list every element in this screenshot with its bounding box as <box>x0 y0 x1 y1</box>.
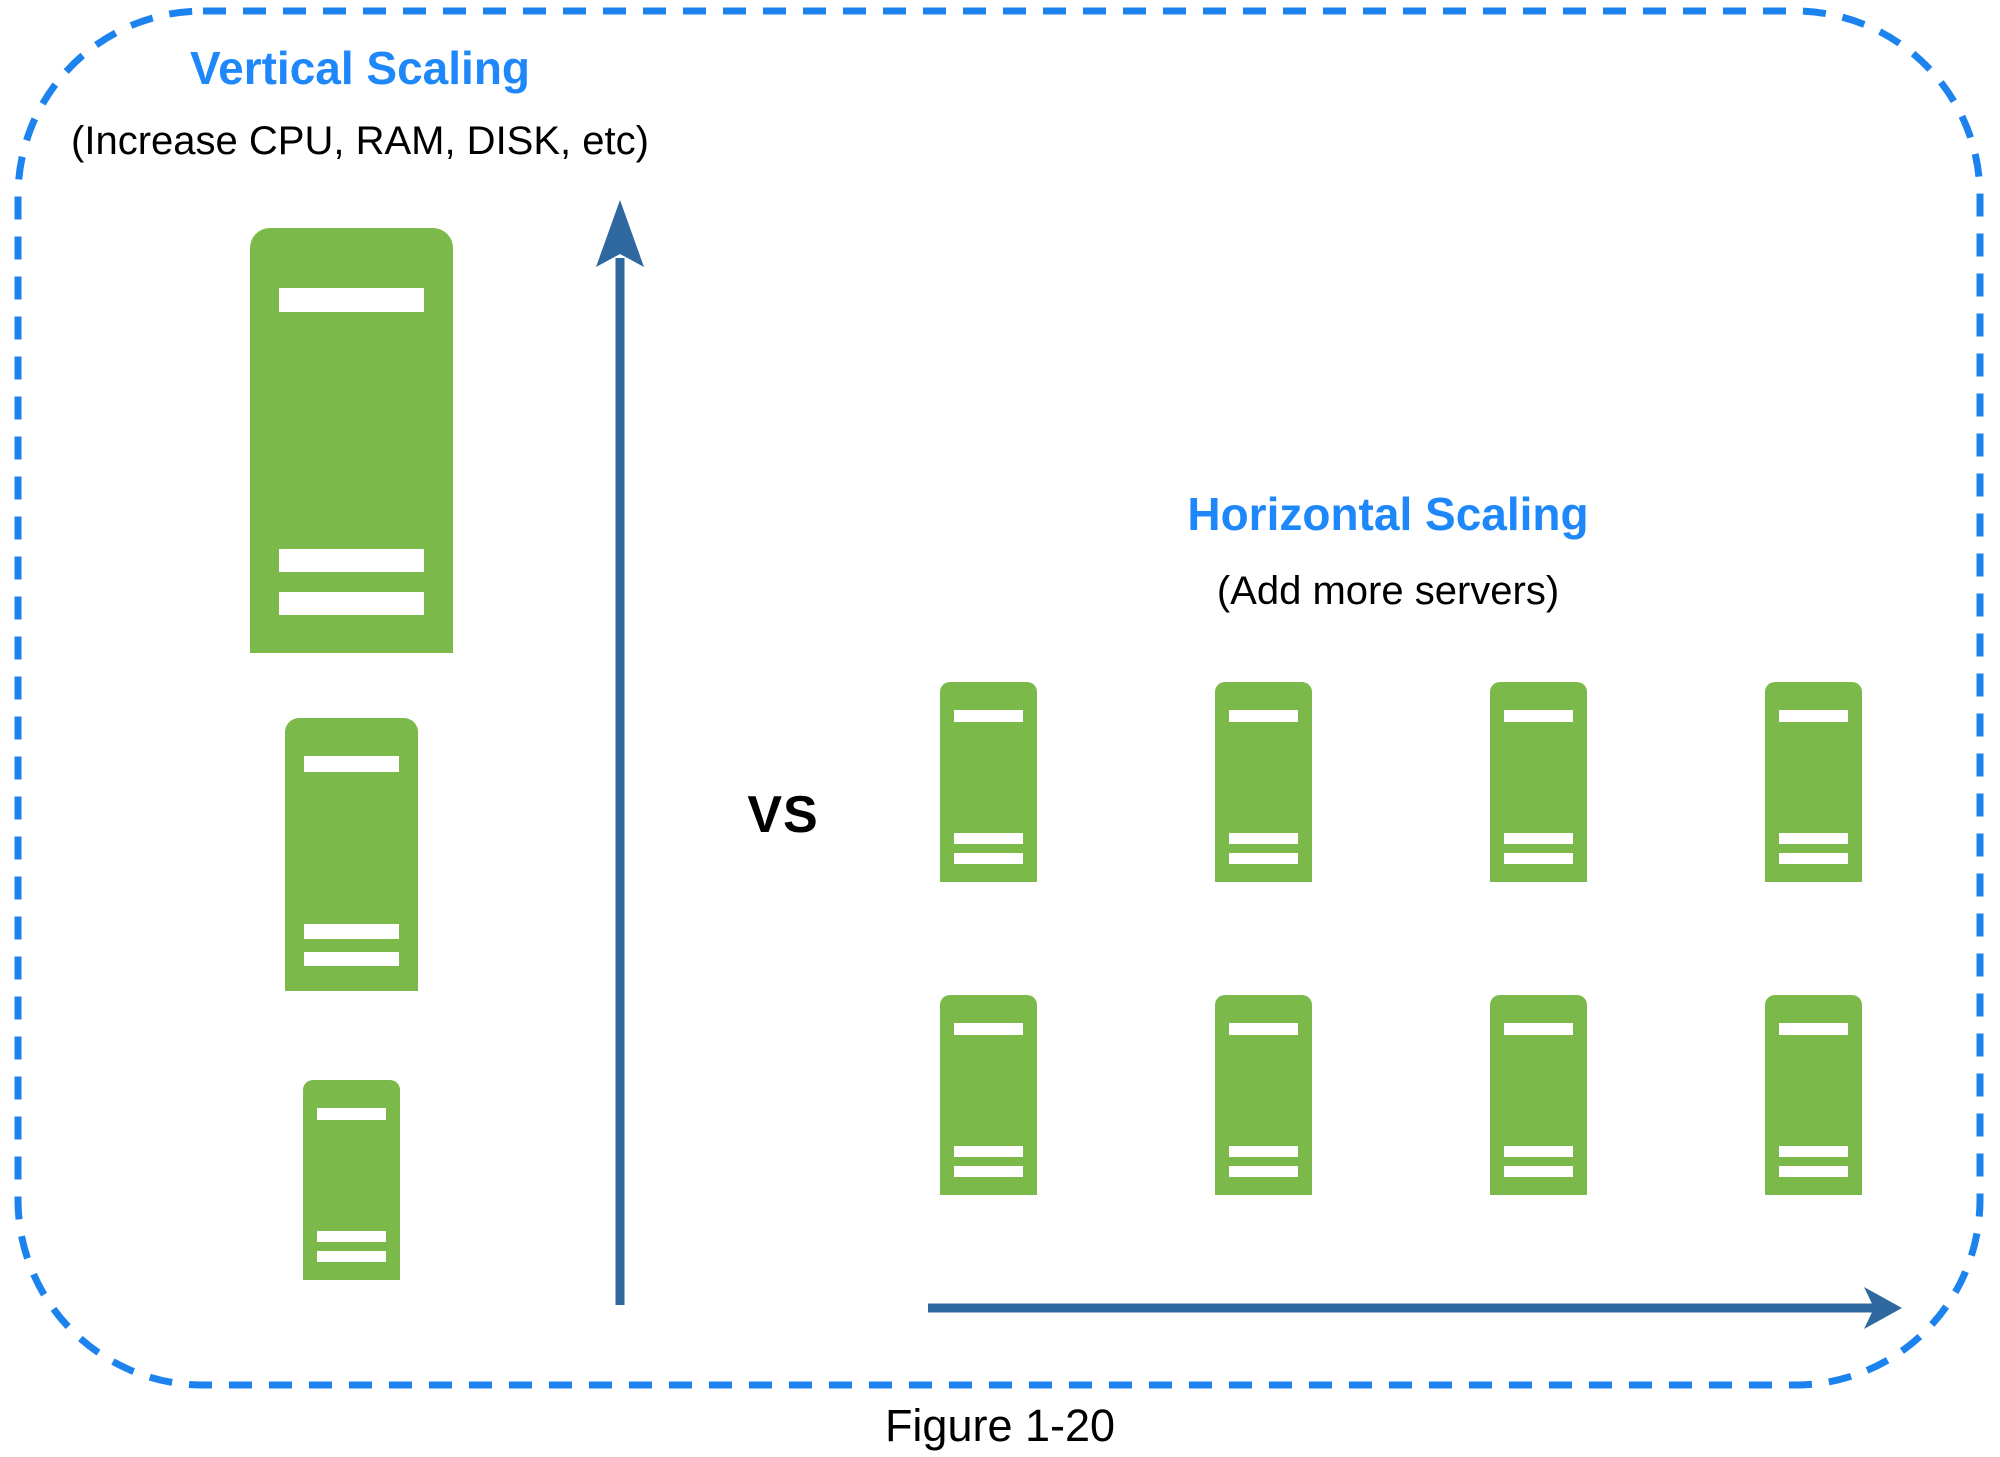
server-icon-grid <box>1765 682 1862 882</box>
up-arrow-icon <box>596 200 644 1305</box>
server-slot-bar <box>954 833 1023 844</box>
vertical-scaling-subtitle: (Increase CPU, RAM, DISK, etc) <box>71 119 649 163</box>
vs-label: VS <box>747 786 819 844</box>
server-icon-grid <box>1765 995 1862 1195</box>
server-slot-bar <box>279 287 424 313</box>
server-icon-grid <box>1490 682 1587 882</box>
figure-caption: Figure 1-20 <box>884 1400 1116 1451</box>
server-icon-grid <box>1490 995 1587 1195</box>
server-slot-bar <box>1229 853 1298 864</box>
server-slot-bar <box>304 951 399 967</box>
server-slot-bar <box>1504 853 1573 864</box>
server-slot-bar <box>1229 1023 1298 1035</box>
horizontal-scaling-title: Horizontal Scaling <box>1187 488 1589 540</box>
server-slot-bar <box>1504 1023 1573 1035</box>
vertical-scaling-title: Vertical Scaling <box>189 42 531 94</box>
server-slot-bar <box>1779 710 1848 722</box>
server-slot-bar <box>954 853 1023 864</box>
server-slot-bar <box>954 1146 1023 1157</box>
server-slot-bar <box>1779 1146 1848 1157</box>
server-slot-bar <box>317 1231 386 1242</box>
server-slot-bar <box>1504 1146 1573 1157</box>
server-slot-bar <box>1779 1023 1848 1035</box>
server-slot-bar <box>304 924 399 940</box>
server-slot-bar <box>1229 1166 1298 1177</box>
server-slot-bar <box>279 549 424 573</box>
server-slot-bar <box>1779 833 1848 844</box>
server-icon-grid <box>940 995 1037 1195</box>
server-slot-bar <box>954 1023 1023 1035</box>
server-slot-bar <box>1229 710 1298 722</box>
server-icon-grid <box>1215 995 1312 1195</box>
server-slot-bar <box>954 1166 1023 1177</box>
server-slot-bar <box>317 1251 386 1262</box>
horizontal-scaling-subtitle: (Add more servers) <box>1216 569 1560 613</box>
server-slot-bar <box>1779 853 1848 864</box>
server-slot-bar <box>279 591 424 615</box>
server-slot-bar <box>1504 1166 1573 1177</box>
server-slot-bar <box>1229 1146 1298 1157</box>
right-arrow-icon <box>928 1287 1902 1329</box>
server-icon-medium <box>285 718 418 991</box>
server-slot-bar <box>1779 1166 1848 1177</box>
server-slot-bar <box>304 756 399 773</box>
server-slot-bar <box>1504 833 1573 844</box>
server-icon-large <box>250 228 453 653</box>
server-slot-bar <box>1229 833 1298 844</box>
server-icon-grid <box>940 682 1037 882</box>
server-slot-bar <box>1504 710 1573 722</box>
server-slot-bar <box>317 1108 386 1120</box>
server-slot-bar <box>954 710 1023 722</box>
server-icon-grid <box>1215 682 1312 882</box>
server-icon-small <box>303 1080 400 1280</box>
